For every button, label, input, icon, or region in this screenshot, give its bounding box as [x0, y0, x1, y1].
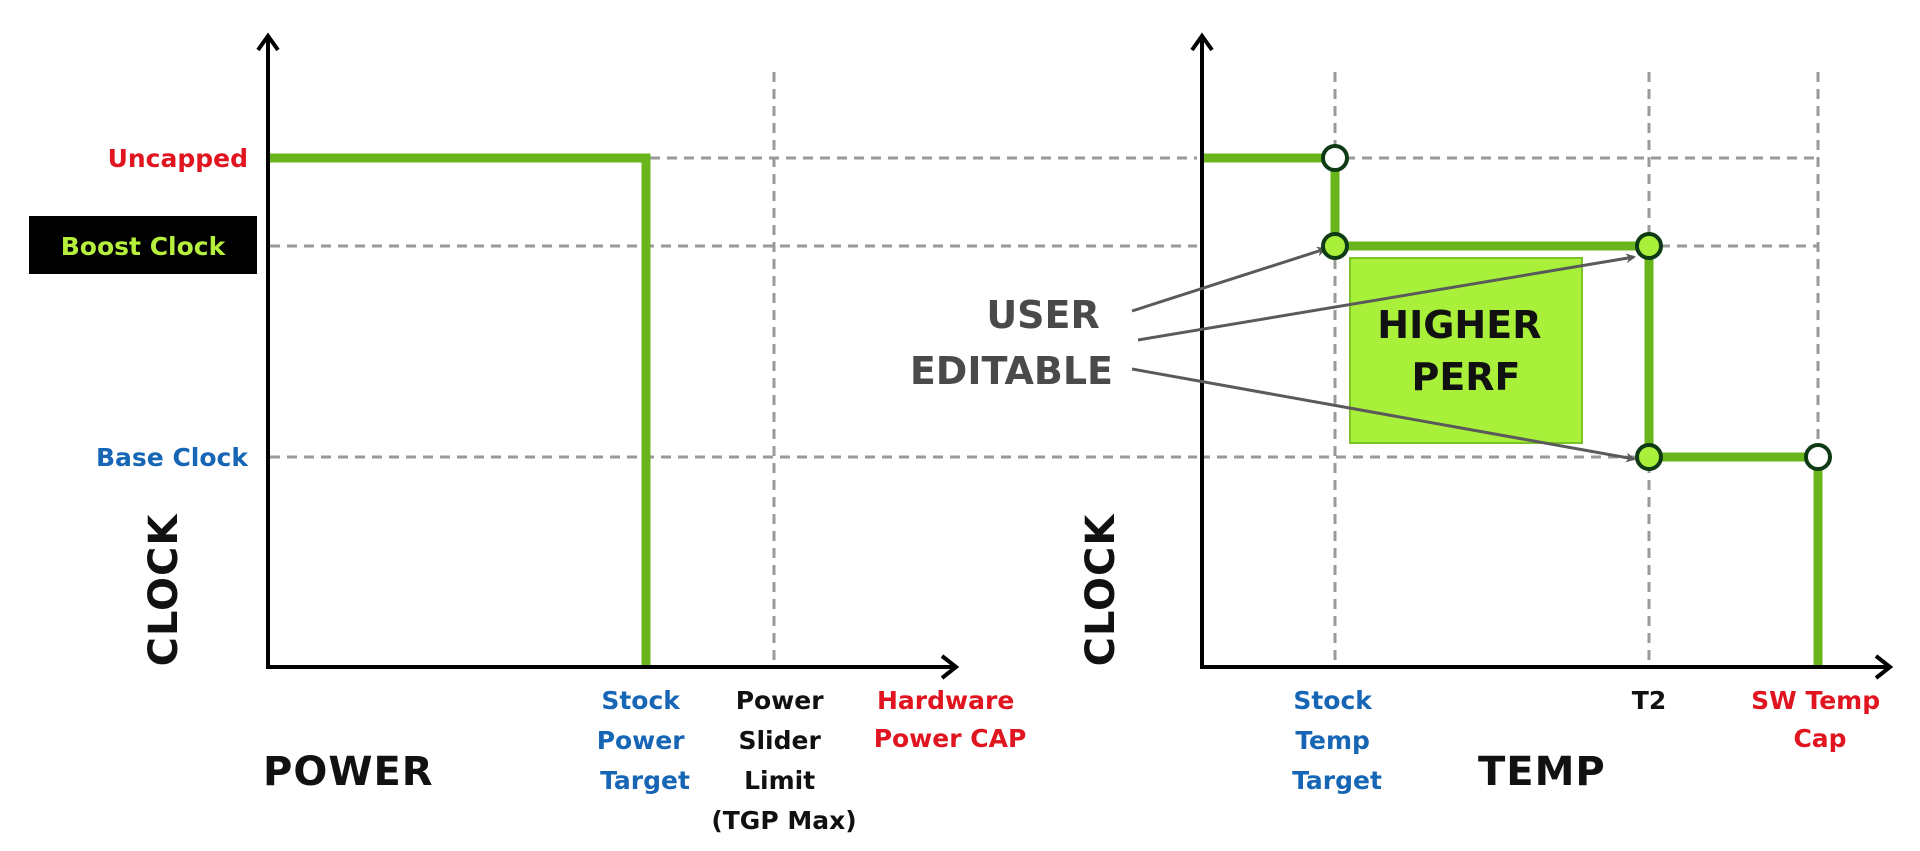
marker-t2-boost[interactable]	[1635, 232, 1663, 260]
label-base-clock: Base Clock	[96, 443, 249, 472]
right-y-axis-title: CLOCK	[1078, 513, 1124, 667]
clock-power-curve	[270, 153, 651, 667]
marker-t2-base[interactable]	[1635, 443, 1663, 471]
label-uncapped: Uncapped	[108, 144, 248, 173]
right-x-axis-title: TEMP	[1478, 749, 1606, 795]
label-hardware-power-cap: Hardware Power CAP	[874, 686, 1027, 753]
label-sw-temp-cap: SW Temp Cap	[1751, 686, 1889, 753]
label-boost-clock: Boost Clock	[61, 232, 227, 261]
label-t2: T2	[1632, 686, 1666, 715]
label-stock-power-target: Stock Power Target	[597, 686, 694, 795]
left-chart: Uncapped Boost Clock Base Clock CLOCK PO…	[29, 32, 1197, 835]
marker-stock-boost[interactable]	[1321, 232, 1349, 260]
annotation-arrow-stock-boost	[1131, 246, 1327, 313]
user-editable-label: USER EDITABLE	[910, 293, 1113, 393]
marker-swcap-base	[1804, 443, 1832, 471]
higher-perf-label: HIGHER PERF	[1377, 303, 1554, 399]
y-axis-arrowhead	[256, 32, 280, 52]
right-chart: HIGHER PERF USER EDITABLE CLOCK TEMP	[910, 32, 1894, 795]
left-x-axis-title: POWER	[263, 749, 434, 795]
x-axis-right-arrowhead	[1874, 654, 1894, 680]
marker-stock-uncapped	[1321, 144, 1349, 172]
y-axis-right-arrowhead	[1190, 32, 1214, 52]
boost-clock-badge	[29, 216, 257, 274]
annotation-arrow-t2-boost	[1137, 253, 1636, 342]
annotation-arrow-t2-base	[1131, 367, 1636, 463]
label-power-slider-limit: Power Slider Limit (TGP Max)	[711, 686, 856, 835]
x-axis-arrowhead	[940, 654, 960, 680]
label-stock-temp-target: Stock Temp Target	[1292, 686, 1382, 795]
left-y-axis-title: CLOCK	[141, 513, 187, 667]
higher-perf-region	[1349, 257, 1583, 444]
